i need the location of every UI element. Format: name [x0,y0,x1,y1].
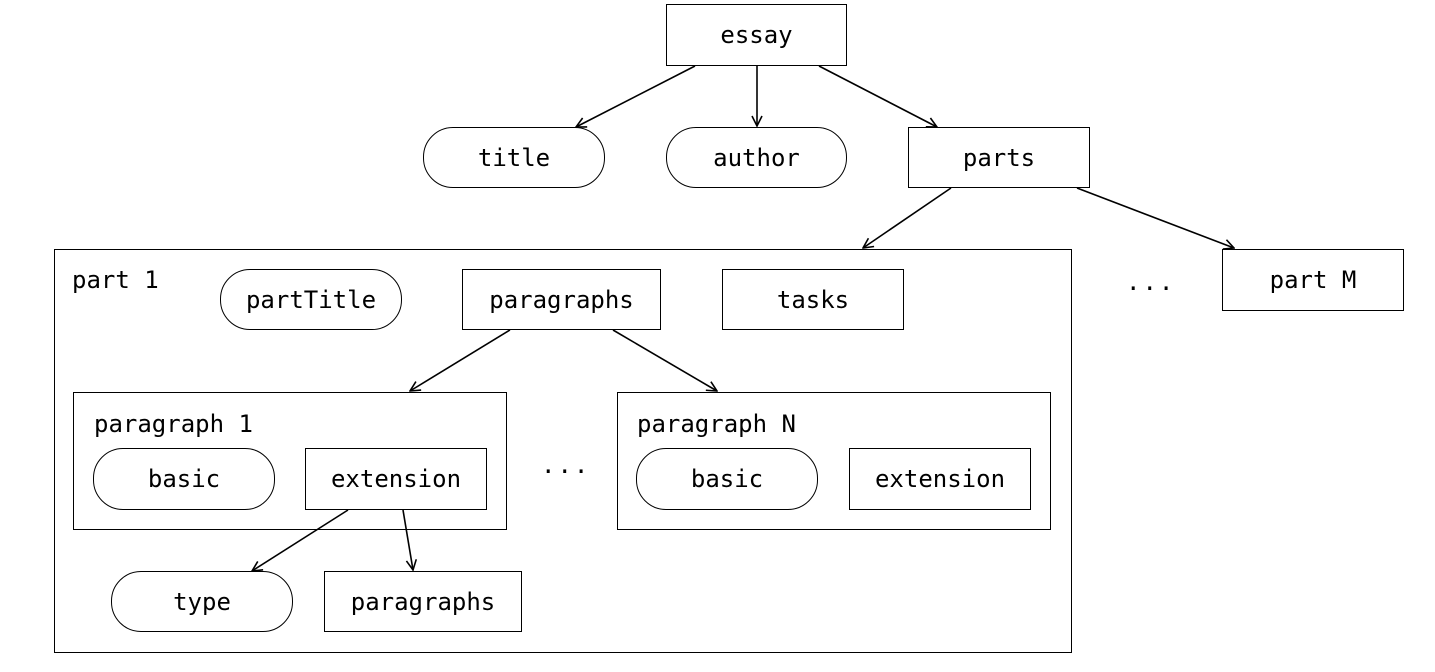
paragraph-n-frame [617,392,1051,530]
part-1-frame [54,249,1072,653]
part-1-label: part 1 [72,266,159,294]
edge-essay-parts [818,65,937,127]
paragraph-n-label: paragraph N [637,410,796,438]
paragraph-1-label: paragraph 1 [94,410,253,438]
parts-ellipsis: ... [1126,268,1176,296]
paragraph-n-basic-node: basic [636,448,818,510]
edge-parts-part-1 [863,187,952,248]
title-node: title [423,127,605,188]
extension-paragraphs-node: paragraphs [324,571,522,632]
paragraph-n-extension-node: extension [849,448,1031,510]
part-title-node: partTitle [220,269,402,330]
paragraphs-node: paragraphs [462,269,661,330]
essay-node: essay [666,4,847,66]
edge-essay-title [576,65,696,127]
paragraph-1-extension-node: extension [305,448,487,510]
tasks-node: tasks [722,269,904,330]
edge-paragraphs-paragraph-1 [410,329,511,391]
author-node: author [666,127,847,188]
paragraph-1-frame [73,392,507,530]
paragraphs-ellipsis: ... [541,451,591,479]
part-m-node: part M [1222,249,1404,311]
paragraph-1-basic-node: basic [93,448,275,510]
edge-extension-paragraphs [402,509,413,570]
parts-node: parts [908,127,1090,188]
edge-parts-part-m [1076,187,1234,248]
type-node: type [111,571,293,632]
edge-extension-type [252,509,349,571]
edge-paragraphs-paragraph-n [612,329,717,391]
